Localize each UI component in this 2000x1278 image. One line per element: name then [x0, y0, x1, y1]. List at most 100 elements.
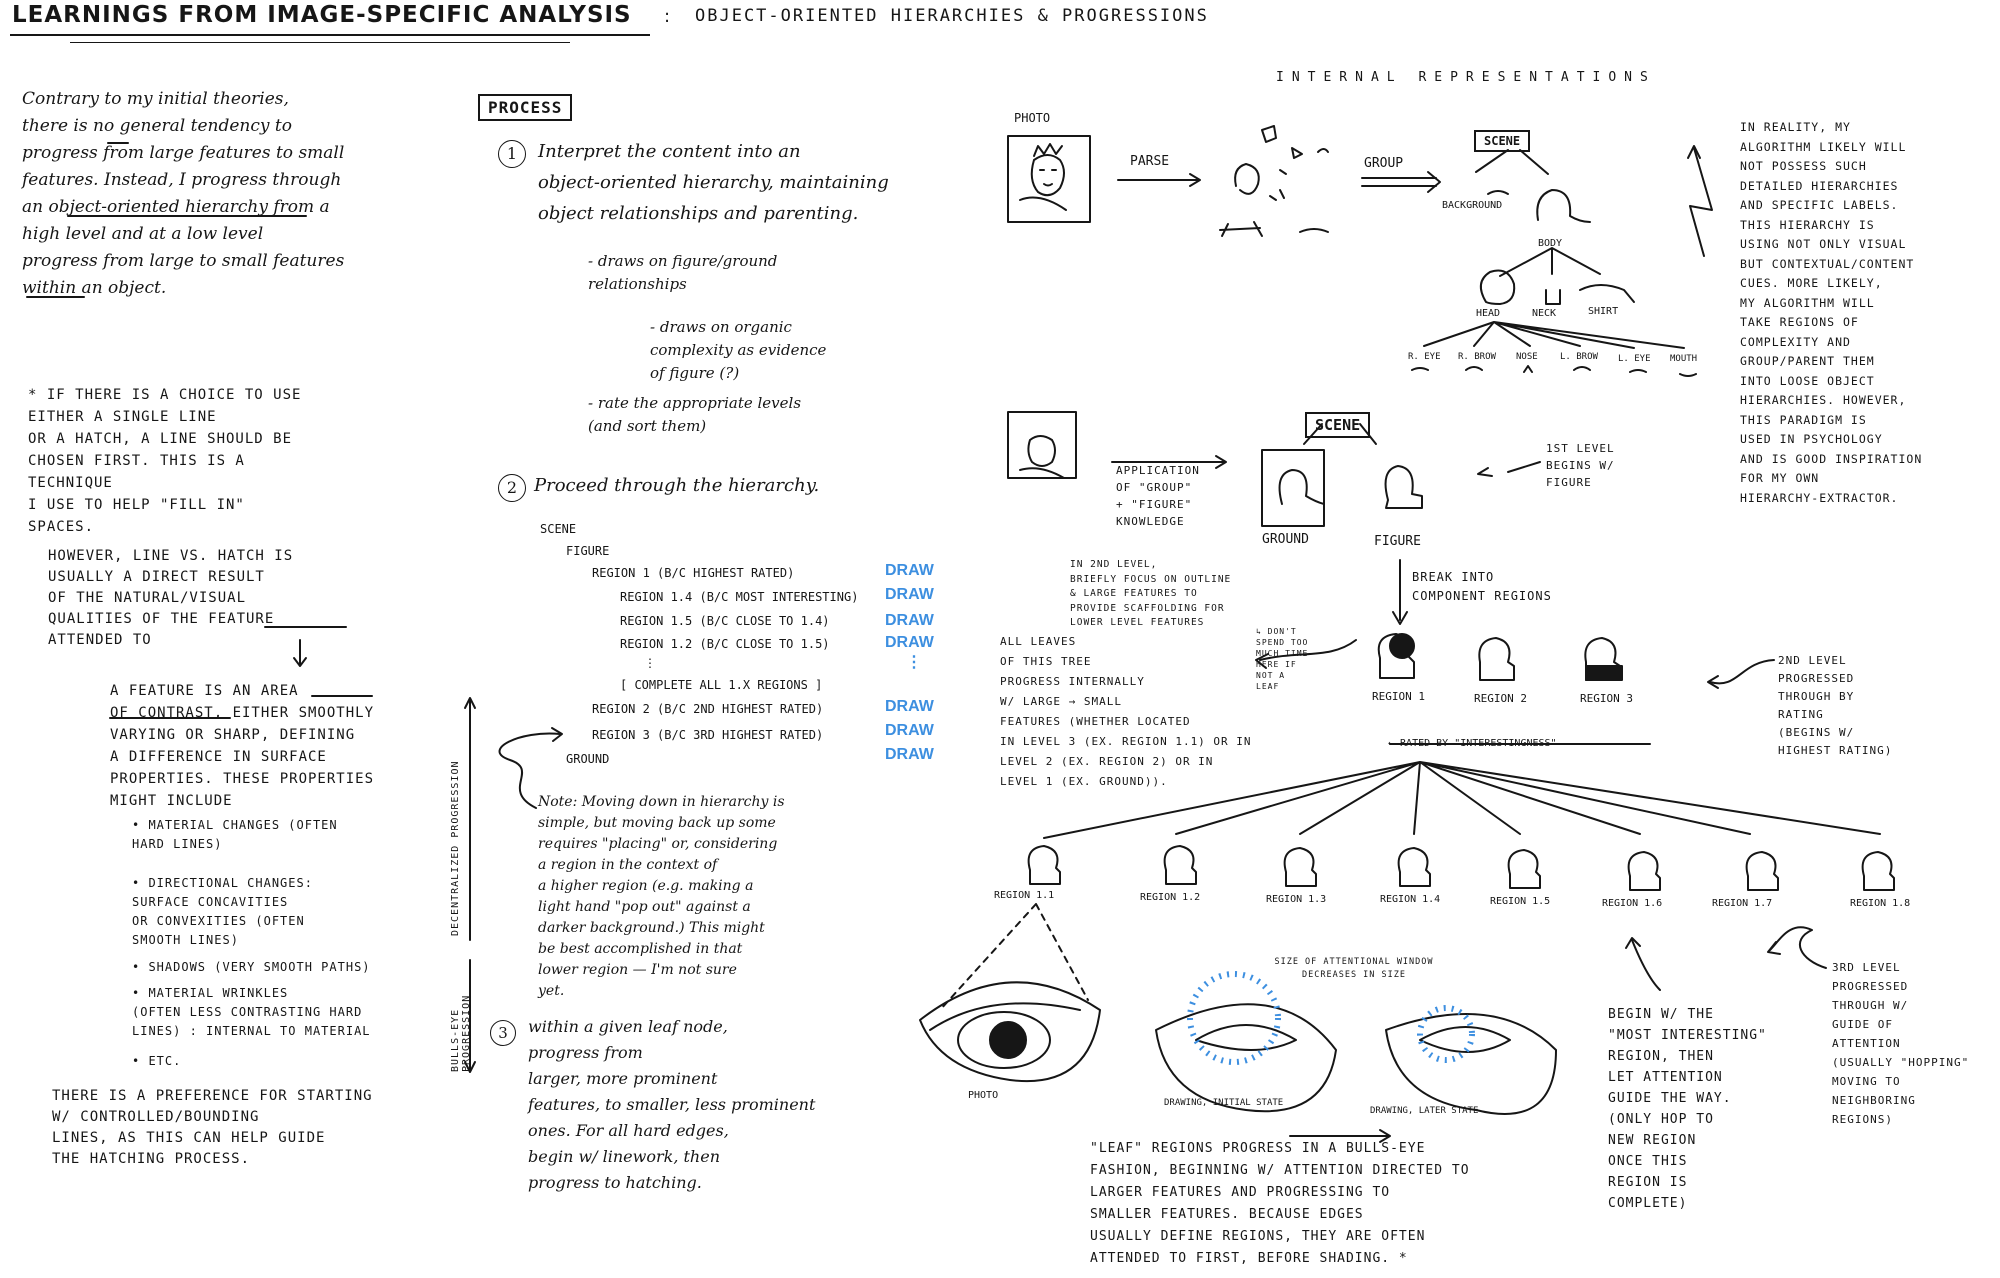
hierarchy-item: ⋮	[644, 656, 656, 670]
shirt-label: Shirt	[1588, 306, 1619, 317]
photo-frame-2	[1007, 411, 1077, 479]
attentional-window-label: Size of attentional window decreases in …	[1274, 957, 1434, 980]
region-sub-label: Region 1.8	[1850, 898, 1911, 909]
region-label: Region 1	[1372, 690, 1425, 703]
page-subtitle: Object-oriented hierarchies & progressio…	[695, 6, 1209, 26]
feature-definition: A feature is an area of contrast, either…	[110, 683, 375, 809]
draw-label: ⋮	[906, 654, 922, 671]
background-label: Background	[1442, 200, 1503, 211]
begin-note: Begin w/ the "most interesting" region, …	[1608, 1007, 1767, 1211]
squiggle-arrow	[498, 732, 561, 809]
region-sub-label: Region 1.5	[1490, 896, 1551, 907]
step-1-sub-organic: - draws on organic complexity as evidenc…	[650, 318, 827, 382]
ground-frame	[1261, 449, 1325, 527]
intro-paragraph: Contrary to my initial theories, there i…	[22, 89, 345, 298]
hierarchy-item: Region 3 (b/c 3rd highest rated)	[592, 728, 824, 742]
step-3-text: within a given leaf node, progress from …	[528, 1017, 816, 1192]
hierarchy-item: Ground	[566, 752, 610, 766]
level-3-note: 3rd level progressed through w/ guide of…	[1832, 961, 1970, 1126]
all-leaves-note: All leaves of this tree progress interna…	[1000, 635, 1252, 788]
arrowhead	[293, 657, 307, 667]
eye-drawing-later	[1385, 1013, 1557, 1115]
title-underline-2	[70, 42, 570, 43]
draw-label: DRAW	[885, 634, 934, 651]
photo-label-2: Photo	[968, 1090, 999, 1101]
hierarchy-item: Region 2 (b/c 2nd highest rated)	[592, 702, 824, 716]
face-part-label: R. Brow	[1458, 352, 1496, 362]
face-part-label: R. Eye	[1408, 352, 1441, 362]
drawing-later-label: Drawing, later state	[1370, 1106, 1479, 1116]
process-label: Process	[478, 94, 573, 121]
title-separator: :	[664, 6, 671, 27]
title-underline	[10, 34, 650, 36]
hierarchy-item: Scene	[540, 522, 577, 536]
region-label: Region 2	[1474, 692, 1527, 705]
face-part-label: Mouth	[1670, 354, 1698, 364]
line-vs-hatch-note: * If there is a choice to use either a s…	[28, 387, 302, 535]
scene-box: Scene	[1474, 130, 1531, 152]
step-2-text: Proceed through the hierarchy.	[534, 475, 820, 496]
feature-bullet: • etc.	[132, 1054, 182, 1068]
figure-label: Figure	[1374, 534, 1421, 549]
step-3-number: 3	[490, 1020, 516, 1046]
region-sub-label: Region 1.1	[994, 890, 1055, 901]
internal-representations-heading: Internal representations	[1276, 70, 1656, 85]
leaf-regions-note: "Leaf" regions progress in a bulls-eye f…	[1090, 1141, 1470, 1266]
draw-label: DRAW	[885, 698, 934, 715]
draw-label: DRAW	[885, 612, 934, 629]
feature-bullet: • Material wrinkles (often less contrast…	[132, 986, 371, 1038]
face-part-label: Nose	[1516, 352, 1538, 362]
region-sub-figures	[1027, 845, 1895, 891]
photo-frame	[1007, 135, 1091, 223]
level-2-note: 2nd level progressed through by rating (…	[1778, 654, 1893, 757]
step-1-text: Interpret the content into an object-ori…	[538, 141, 889, 224]
break-into-label: Break into component regions	[1412, 570, 1552, 603]
eye-drawing-initial	[1155, 1003, 1337, 1113]
attention-circle-large	[1187, 971, 1281, 1065]
face-part-label: L. Eye	[1618, 354, 1651, 364]
step-1-sub-figure-ground: - draws on figure/ground relationships	[588, 252, 778, 293]
region-label: Region 3	[1580, 692, 1633, 705]
level-1-note: 1st level begins w/ figure	[1546, 442, 1615, 489]
region-sub-label: Region 1.7	[1712, 898, 1773, 909]
preference-note: There is a preference for starting w/ co…	[52, 1088, 373, 1167]
reality-note: In reality, my algorithm likely will not…	[1740, 120, 1923, 505]
region-sub-label: Region 1.3	[1266, 894, 1327, 905]
group-label: Group	[1364, 156, 1404, 171]
step-2-number: 2	[498, 474, 526, 502]
feature-bullet: • Material changes (often hard lines)	[132, 818, 338, 851]
hierarchy-item: Region 1.2 (b/c close to 1.5)	[620, 637, 830, 651]
application-label: Application of "group" + "figure" knowle…	[1116, 464, 1200, 528]
hierarchy-note: Note: Moving down in hierarchy is simple…	[538, 794, 785, 999]
step-1-number: 1	[498, 140, 526, 168]
level-2-focus-note: In 2nd level, briefly focus on outline &…	[1070, 559, 1232, 628]
draw-label: DRAW	[885, 722, 934, 739]
hierarchy-item: Region 1.4 (b/c most interesting)	[620, 590, 859, 604]
head-label: Head	[1476, 308, 1501, 319]
region-sub-label: Region 1.4	[1380, 894, 1441, 905]
hierarchy-item: Region 1.5 (b/c close to 1.4)	[620, 614, 830, 628]
however-note: However, line vs. hatch is usually a dir…	[48, 548, 294, 648]
hierarchy-item: Region 1 (b/c highest rated)	[592, 566, 795, 580]
drawing-initial-label: Drawing, initial state	[1164, 1098, 1284, 1108]
eye-photo	[919, 981, 1101, 1083]
draw-label: DRAW	[885, 586, 934, 603]
face-part-label: L. Brow	[1560, 352, 1598, 362]
region-sub-label: Region 1.6	[1602, 898, 1663, 909]
feature-bullet: • Directional changes: surface concaviti…	[132, 876, 313, 947]
region-sub-label: Region 1.2	[1140, 892, 1201, 903]
photo-label: Photo	[1014, 111, 1051, 125]
draw-label: DRAW	[885, 746, 934, 763]
hierarchy-item: Figure	[566, 544, 610, 558]
scene-box-2: Scene	[1305, 412, 1371, 438]
neck-label: Neck	[1532, 308, 1557, 319]
feature-bullet: • Shadows (very smooth paths)	[132, 960, 371, 974]
region-3-figure	[1584, 637, 1621, 681]
parse-label: Parse	[1130, 154, 1170, 169]
body-label: Body	[1538, 238, 1563, 249]
ground-label: Ground	[1262, 532, 1309, 547]
draw-label: DRAW	[885, 562, 934, 579]
page-title: Learnings from image-specific analysis	[12, 2, 632, 28]
step-1-sub-rate: - rate the appropriate levels (and sort …	[588, 394, 802, 435]
